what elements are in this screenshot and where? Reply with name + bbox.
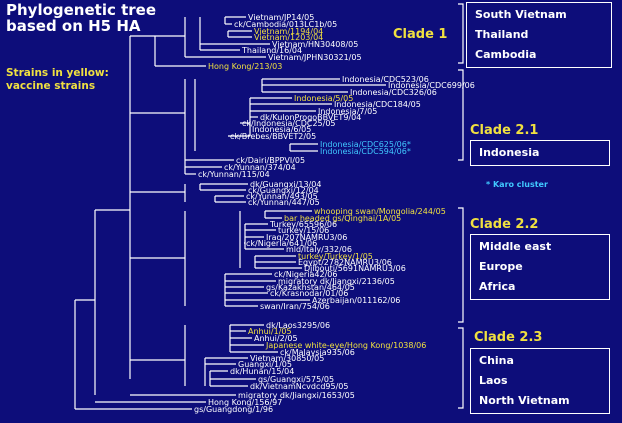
clade-2-2-region-box: Middle east Europe Africa [470,234,610,300]
strain-label: Indonesia/6/05 [252,125,311,134]
strain-label: dk/Hunan/15/04 [230,367,294,376]
strain-label: Vietnam/HN30408/05 [272,40,358,49]
strain-label: ck/Yunnan/115/04 [198,170,270,179]
clade-2-2-label: Clade 2.2 [470,217,539,232]
strain-label: ck/Dairi/BPPVI/05 [236,156,305,165]
strain-label: ck/Malaysia935/06 [280,348,355,357]
clade-2-1-region-box: Indonesia [470,140,610,166]
strain-label: Azerbaijan/011162/06 [312,296,400,305]
strain-label: ck/Yunnan/447/05 [248,198,320,207]
strain-label: Turkey/65596/06 [269,220,337,229]
strain-label: Vietnam/30850/05 [250,354,324,363]
strain-label: ck/Nigeria/641/06 [246,239,317,248]
region-label: Indonesia [479,146,540,159]
clade-2-1-bracket [458,69,464,161]
clade-2-3-label: Clade 2.3 [474,330,543,345]
strain-label: ck/Cambodia/013LC1b/05 [234,20,337,29]
strain-label: ck/Yunnan/374/04 [224,163,296,172]
strain-label: Indonesia/CDC523/06 [342,75,429,84]
strain-label: dk/Laos3295/06 [266,321,330,330]
region-label: North Vietnam [479,394,570,407]
region-label: Laos [479,374,508,387]
strain-label: ck/Brebes/BBVET2/05 [230,132,316,141]
strain-label: bar headed gs/Qinghai/1A/05 [284,214,401,223]
strain-label: gs/Kazakhstan/464/05 [266,283,355,292]
strain-label: Iraq/207NAMRU3/06 [266,233,347,242]
strain-label: Anhui/2/05 [254,334,298,343]
tree-branches [74,16,386,410]
tree-leaf-labels: Vietnam/JP14/05ck/Cambodia/013LC1b/05Vie… [194,13,475,414]
strain-label: ck/Krasnodar/01/06 [270,289,348,298]
clade-2-2-bracket [458,207,464,323]
region-label: Middle east [479,240,552,253]
strain-label: Djibouti/5691NAMRU3/06 [304,264,406,273]
strain-label: dk/KulonProgoBBVET9/04 [260,113,361,122]
strain-label: Indonesia/CDC184/05 [334,100,421,109]
strain-label: Vietnam/JP14/05 [248,13,314,22]
strain-label: Egypt/2782NAMRU3/06 [298,258,392,267]
strain-label: Thailand/16/04 [241,46,302,55]
region-label: Africa [479,280,516,293]
clade-1-bracket [458,3,464,64]
karo-cluster-note: * Karo cluster [486,180,548,189]
strain-label: migratory dk/Jiangxi/1653/05 [238,391,355,400]
strain-label: mld/Italy/332/06 [286,245,352,254]
strain-label: Hong Kong/213/03 [208,62,282,71]
strain-label: Indonesia/CDC625/06* [320,140,411,149]
strain-label: turkey/15/06 [278,226,329,235]
region-label: China [479,354,514,367]
region-label: South Vietnam [475,8,567,21]
strain-label: dk/Guangxi/13/04 [250,180,321,189]
strain-label: Anhui/1/05 [248,327,292,336]
clade-1-label: Clade 1 [393,27,448,42]
strain-label: ck/Indonesia/CDC25/05 [242,119,336,128]
strain-label: Vietnam/JPHN30321/05 [268,53,362,62]
clade-1-region-box: South Vietnam Thailand Cambodia [466,2,612,68]
strain-label: ck/Guangxi/12/04 [248,186,319,195]
strain-label: Vietnam/1203/04 [254,33,323,42]
strain-label: migratory dk/Jiangxi/2136/05 [278,277,395,286]
region-label: Thailand [475,28,529,41]
region-label: Cambodia [475,48,537,61]
strain-label: Indonesia/CDC594/06* [320,147,411,156]
vaccine-legend-note: Strains in yellow: vaccine strains [6,67,109,92]
strain-label: whooping swan/Mongolia/244/05 [314,207,446,216]
strain-label: ck/Nigeria42/06 [274,270,337,279]
clade-2-1-label: Clade 2.1 [470,123,539,138]
clade-2-3-bracket [458,327,464,409]
strain-label: Indonesia/7/05 [318,107,377,116]
strain-label: Indonesia/CDC326/06 [350,88,437,97]
strain-label: gs/Guangxi/575/05 [258,375,334,384]
strain-label: Indonesia/CDC699/06 [388,81,475,90]
page-title: Phylogenetic tree based on H5 HA [6,1,156,35]
strain-label: Guangxi/1/05 [238,360,292,369]
strain-label: gs/Guangdong/1/96 [194,405,273,414]
strain-label: Japanese white-eye/Hong Kong/1038/06 [265,341,426,350]
strain-label: Vietnam/1194/04 [254,27,323,36]
clade-2-3-region-box: China Laos North Vietnam [470,348,610,414]
strain-label: dk/VietnamNcvdcd95/05 [250,382,348,391]
strain-label: Indonesia/5/05 [294,94,353,103]
strain-label: Hong Kong/156/97 [208,398,282,407]
region-label: Europe [479,260,523,273]
strain-label: turkey/Turkey/1/05 [298,252,373,261]
strain-label: swan/Iran/754/06 [260,302,330,311]
strain-label: ck/Yunnan/493/05 [246,192,318,201]
clade-brackets [458,3,464,409]
